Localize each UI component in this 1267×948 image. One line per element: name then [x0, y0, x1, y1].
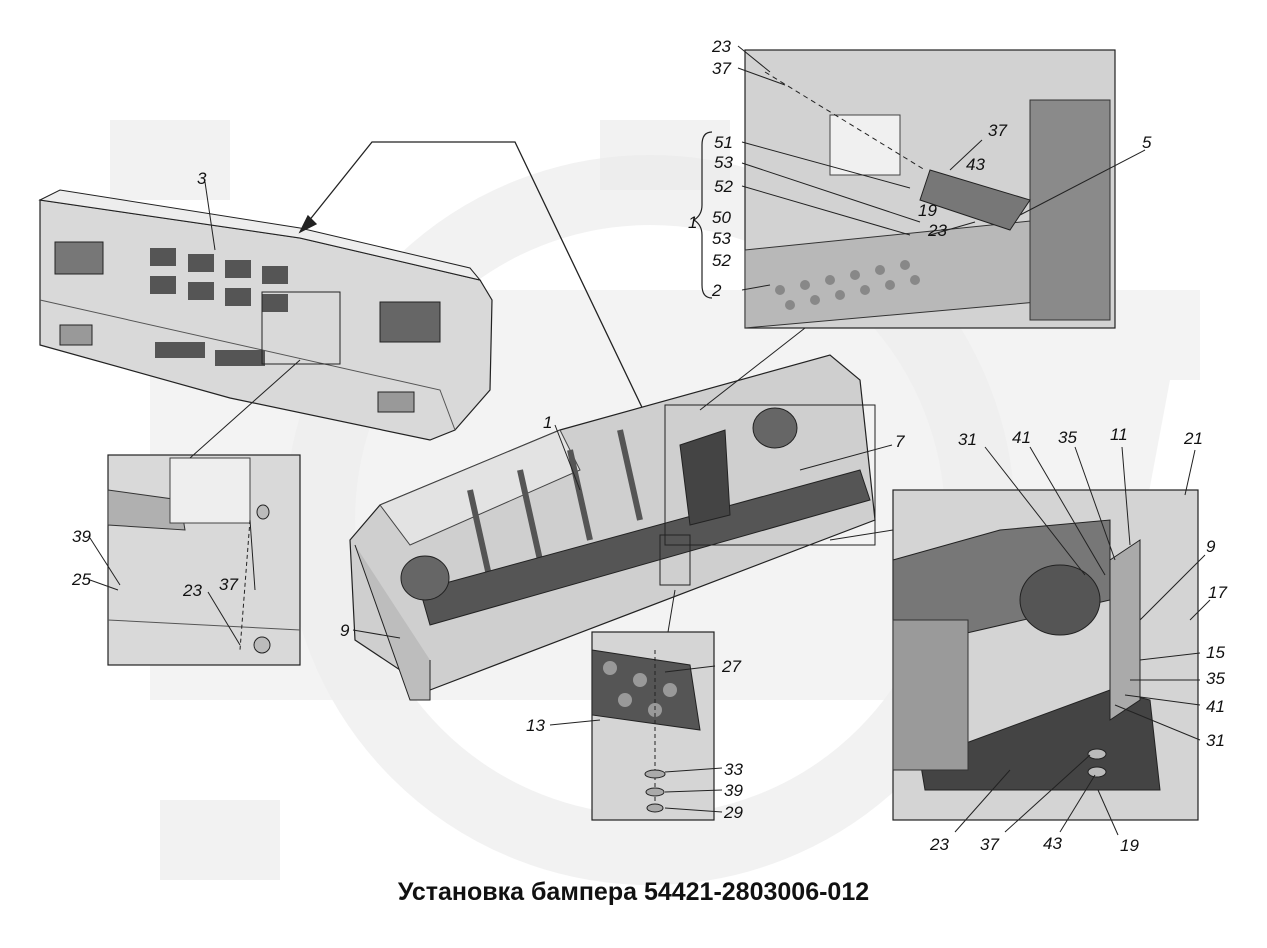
callout-label: 23 — [929, 835, 949, 854]
callout-label: 37 — [219, 575, 238, 594]
callout-label: 39 — [72, 527, 91, 546]
callout-label: 2 — [711, 281, 722, 300]
callout-label: 37 — [980, 835, 999, 854]
callout-label: 15 — [1206, 643, 1225, 662]
callout-label: 51 — [714, 133, 733, 152]
callout-label: 23 — [711, 37, 731, 56]
callout-label: 41 — [1206, 697, 1225, 716]
callout-label: 43 — [1043, 834, 1062, 853]
callout-label: 7 — [895, 432, 905, 451]
callout-label: 21 — [1183, 429, 1203, 448]
callout-label: 25 — [71, 570, 91, 589]
bumper-frame-drawing — [349, 354, 876, 701]
callout-label: 52 — [714, 177, 733, 196]
callout-label: 43 — [966, 155, 985, 174]
callout-label: 35 — [1206, 669, 1225, 688]
callout-labels: 3 1 7 9 23 37 51 53 52 1 50 53 52 2 37 4… — [71, 37, 1227, 855]
callout-label: 19 — [918, 201, 937, 220]
callout-label: 52 — [712, 251, 731, 270]
callout-label: 53 — [712, 229, 731, 248]
callout-label: 39 — [724, 781, 743, 800]
bumper-overview-drawing — [38, 189, 493, 441]
callout-label: 17 — [1208, 583, 1227, 602]
diagram-caption: Установка бампера 54421-2803006-012 — [397, 878, 870, 906]
callout-label: 3 — [197, 169, 207, 188]
callout-label: 23 — [182, 581, 202, 600]
callout-label: 41 — [1012, 428, 1031, 447]
callout-label: 23 — [927, 221, 947, 240]
callout-label: 1 — [688, 213, 697, 232]
bottom-inset-drawing — [591, 631, 715, 821]
callout-label: 5 — [1142, 133, 1152, 152]
callout-label: 1 — [543, 413, 552, 432]
callout-label: 33 — [724, 760, 743, 779]
callout-label: 35 — [1058, 428, 1077, 447]
leader-lines — [89, 45, 1211, 836]
left-inset-drawing — [107, 454, 301, 666]
callout-label: 11 — [1110, 425, 1128, 444]
callout-label: 31 — [1206, 731, 1225, 750]
callout-label: 19 — [1120, 836, 1139, 855]
group-bracket — [692, 131, 713, 299]
callout-label: 9 — [340, 621, 350, 640]
callout-label: 9 — [1206, 537, 1216, 556]
reference-arrow — [298, 141, 661, 446]
right-inset-drawing — [892, 489, 1199, 821]
callout-label: 37 — [712, 59, 731, 78]
callout-label: 31 — [958, 430, 977, 449]
callout-label: 29 — [723, 803, 743, 822]
callout-label: 27 — [721, 657, 741, 676]
callout-label: 13 — [526, 716, 545, 735]
top-inset-drawing — [744, 49, 1116, 329]
callout-label: 53 — [714, 153, 733, 172]
callout-label: 37 — [988, 121, 1007, 140]
callout-label: 50 — [712, 208, 731, 227]
